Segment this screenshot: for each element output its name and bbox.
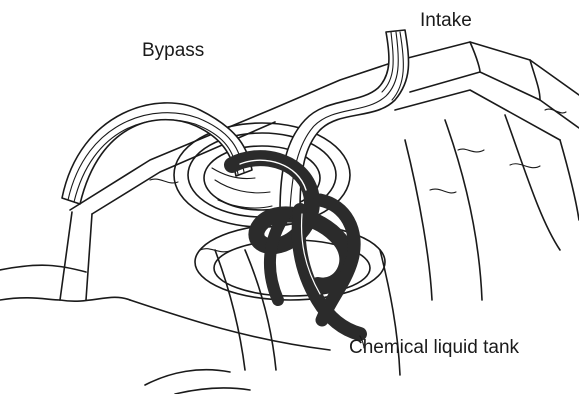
tank-label: Chemical liquid tank [349,337,520,358]
intake-label: Intake [420,10,472,31]
bypass-label: Bypass [142,40,204,61]
